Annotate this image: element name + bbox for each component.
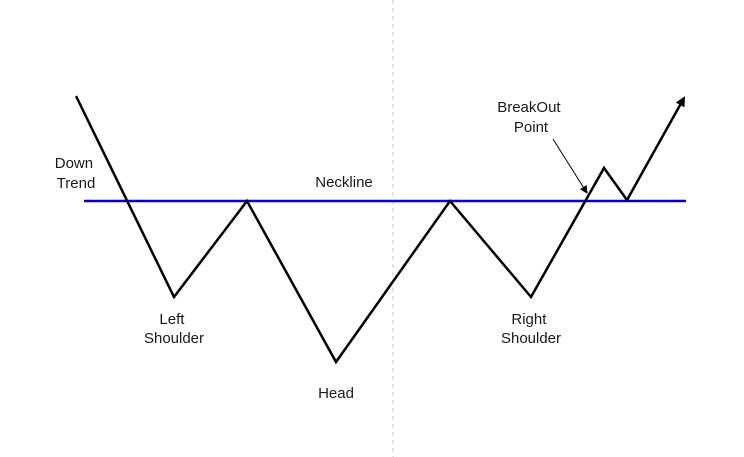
left-shoulder-line-1: Left: [159, 311, 185, 328]
breakout-point-line-2: Point: [514, 119, 549, 136]
right-shoulder-label: Right Shoulder: [501, 311, 561, 347]
right-shoulder-line-2: Shoulder: [501, 330, 561, 347]
left-shoulder-label: Left Shoulder: [144, 311, 204, 347]
breakout-point-label: BreakOut Point: [497, 99, 565, 136]
price-path: [74, 95, 686, 365]
down-trend-line-1: Down: [55, 155, 93, 172]
head-label: Head: [318, 385, 354, 402]
right-shoulder-line-1: Right: [511, 311, 547, 328]
down-trend-line-2: Trend: [57, 175, 96, 192]
left-shoulder-line-2: Shoulder: [144, 330, 204, 347]
down-trend-label: Down Trend: [55, 155, 98, 192]
breakout-pointer-arrow: [552, 138, 588, 194]
neckline-label: Neckline: [315, 174, 373, 191]
breakout-point-line-1: BreakOut: [497, 99, 561, 116]
